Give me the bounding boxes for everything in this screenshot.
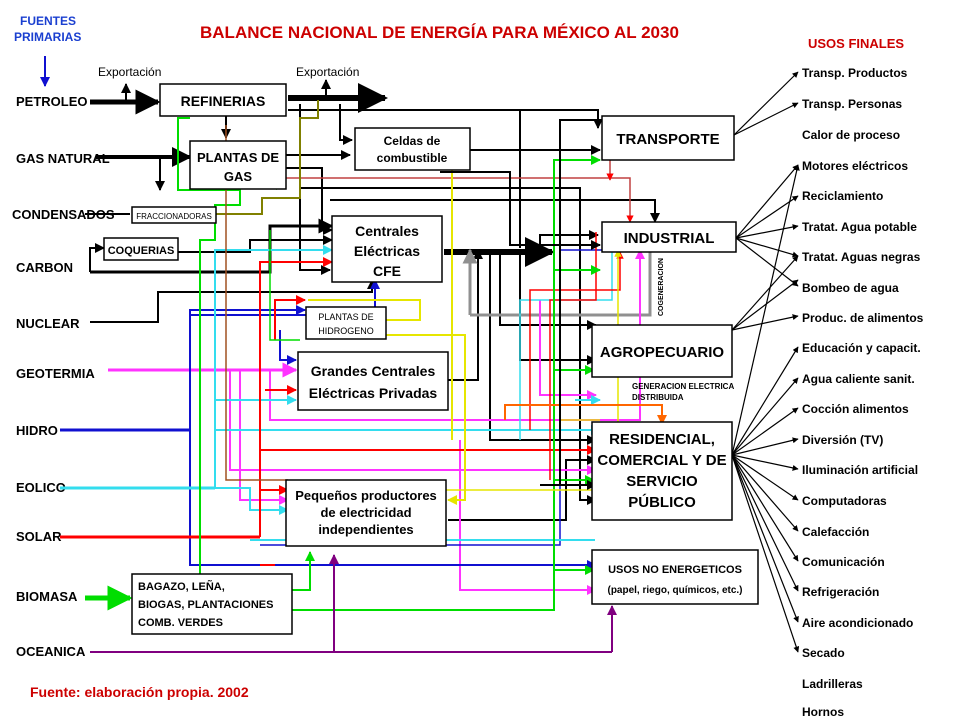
- svg-text:COMB. VERDES: COMB. VERDES: [138, 617, 223, 629]
- sources-heading: PRIMARIAS: [14, 30, 81, 44]
- svg-text:Celdas de: Celdas de: [384, 134, 441, 148]
- sources-heading: FUENTES: [20, 14, 76, 28]
- source-label: GAS NATURAL: [16, 151, 110, 166]
- svg-text:PLANTAS DE: PLANTAS DE: [197, 150, 279, 165]
- svg-text:COMERCIAL Y DE: COMERCIAL Y DE: [597, 452, 726, 469]
- svg-text:Eléctricas Privadas: Eléctricas Privadas: [309, 385, 438, 401]
- process-centrales-privadas: Grandes Centrales Eléctricas Privadas: [297, 351, 449, 411]
- final-use-item: Motores eléctricos: [802, 159, 908, 173]
- final-use-item: Refrigeración: [802, 585, 879, 599]
- final-use-item: Ladrilleras: [802, 677, 863, 691]
- svg-text:CFE: CFE: [373, 263, 401, 279]
- process-fraccionadoras: FRACCIONADORAS: [131, 206, 217, 224]
- final-use-item: Secado: [802, 646, 845, 660]
- sector-transporte: TRANSPORTE: [601, 115, 735, 161]
- source-label: HIDRO: [16, 423, 58, 438]
- svg-text:BAGAZO, LEÑA,: BAGAZO, LEÑA,: [138, 580, 225, 593]
- svg-text:RESIDENCIAL,: RESIDENCIAL,: [609, 431, 715, 448]
- final-uses-list: Transp. Productos Transp. Personas Calor…: [802, 66, 924, 719]
- svg-text:PLANTAS DE: PLANTAS DE: [318, 312, 373, 322]
- svg-text:HIDROGENO: HIDROGENO: [318, 326, 374, 336]
- final-use-item: Agua caliente sanit.: [802, 372, 915, 386]
- source-label: EOLICO: [16, 480, 66, 495]
- process-refinerias: REFINERIAS: [159, 83, 287, 117]
- export-label: Exportación: [98, 65, 161, 79]
- source-labels: PETROLEO GAS NATURAL CONDENSADOS CARBON …: [12, 94, 115, 659]
- final-use-item: Produc. de alimentos: [802, 311, 924, 325]
- final-use-item: Transp. Personas: [802, 97, 902, 111]
- final-use-item: Transp. Productos: [802, 66, 908, 80]
- svg-text:COQUERIAS: COQUERIAS: [108, 245, 175, 257]
- sector-agropecuario: AGROPECUARIO: [591, 324, 733, 378]
- svg-text:REFINERIAS: REFINERIAS: [181, 93, 266, 109]
- svg-text:Grandes Centrales: Grandes Centrales: [311, 363, 436, 379]
- sector-residencial: RESIDENCIAL, COMERCIAL Y DE SERVICIO PÚB…: [591, 421, 733, 521]
- final-use-item: Aire acondicionado: [802, 616, 913, 630]
- final-use-item: Educación y capacit.: [802, 341, 921, 355]
- final-use-item: Reciclamiento: [802, 189, 883, 203]
- svg-text:TRANSPORTE: TRANSPORTE: [616, 131, 719, 148]
- final-use-item: Cocción alimentos: [802, 402, 909, 416]
- final-use-item: Computadoras: [802, 494, 887, 508]
- source-label: SOLAR: [16, 529, 62, 544]
- source-label: CARBON: [16, 260, 73, 275]
- sector-usos-no-energeticos: USOS NO ENERGETICOS (papel, riego, quími…: [591, 549, 759, 605]
- svg-text:de electricidad: de electricidad: [320, 505, 411, 520]
- final-use-item: Calor de proceso: [802, 128, 900, 142]
- source-label: BIOMASA: [16, 589, 78, 604]
- source-footnote: Fuente: elaboración propia. 2002: [30, 684, 249, 700]
- source-label: OCEANICA: [16, 644, 86, 659]
- process-plantas-gas: PLANTAS DE GAS: [189, 140, 287, 190]
- process-biomasa: BAGAZO, LEÑA, BIOGAS, PLANTACIONES COMB.…: [131, 573, 293, 635]
- cogeneracion-label: COGENERACION: [658, 258, 665, 316]
- final-use-item: Comunicación: [802, 555, 885, 569]
- process-centrales-cfe: Centrales Eléctricas CFE: [331, 215, 443, 283]
- final-use-item: Hornos: [802, 705, 844, 719]
- svg-text:SERVICIO: SERVICIO: [626, 473, 698, 490]
- final-use-item: Diversión (TV): [802, 433, 883, 447]
- uses-heading: USOS FINALES: [808, 36, 904, 51]
- process-hidrogeno: PLANTAS DE HIDROGENO: [305, 306, 387, 340]
- svg-text:AGROPECUARIO: AGROPECUARIO: [600, 344, 725, 361]
- diagram-title: BALANCE NACIONAL DE ENERGÍA PARA MÉXICO …: [200, 23, 679, 42]
- export-label: Exportación: [296, 65, 359, 79]
- source-label: NUCLEAR: [16, 316, 80, 331]
- generacion-label: DISTRIBUIDA: [632, 393, 684, 402]
- final-use-item: Iluminación artificial: [802, 463, 918, 477]
- svg-text:USOS NO ENERGETICOS: USOS NO ENERGETICOS: [608, 564, 742, 576]
- svg-text:GAS: GAS: [224, 169, 253, 184]
- svg-text:Centrales: Centrales: [355, 223, 419, 239]
- svg-text:PÚBLICO: PÚBLICO: [628, 493, 696, 511]
- source-label: GEOTERMIA: [16, 366, 95, 381]
- process-celdas: Celdas de combustible: [354, 127, 471, 171]
- process-pequenos-productores: Pequeños productores de electricidad ind…: [285, 479, 447, 547]
- svg-text:combustible: combustible: [377, 151, 448, 165]
- process-coquerias: COQUERIAS: [103, 237, 179, 261]
- final-use-item: Tratat. Aguas negras: [802, 250, 921, 264]
- svg-text:(papel, riego, químicos, etc.): (papel, riego, químicos, etc.): [607, 585, 742, 596]
- svg-text:INDUSTRIAL: INDUSTRIAL: [624, 230, 715, 247]
- svg-text:BIOGAS, PLANTACIONES: BIOGAS, PLANTACIONES: [138, 599, 273, 611]
- final-use-item: Tratat. Agua potable: [802, 220, 917, 234]
- svg-text:Eléctricas: Eléctricas: [354, 243, 420, 259]
- source-label: PETROLEO: [16, 94, 88, 109]
- sector-industrial: INDUSTRIAL: [601, 221, 737, 253]
- final-use-links: [731, 71, 800, 653]
- svg-text:independientes: independientes: [318, 522, 413, 537]
- svg-text:Pequeños productores: Pequeños productores: [295, 488, 437, 503]
- final-use-item: Bombeo de agua: [802, 281, 899, 295]
- generacion-label: GENERACION ELECTRICA: [632, 382, 734, 391]
- svg-text:FRACCIONADORAS: FRACCIONADORAS: [136, 212, 212, 221]
- source-label: CONDENSADOS: [12, 207, 115, 222]
- final-use-item: Calefacción: [802, 525, 869, 539]
